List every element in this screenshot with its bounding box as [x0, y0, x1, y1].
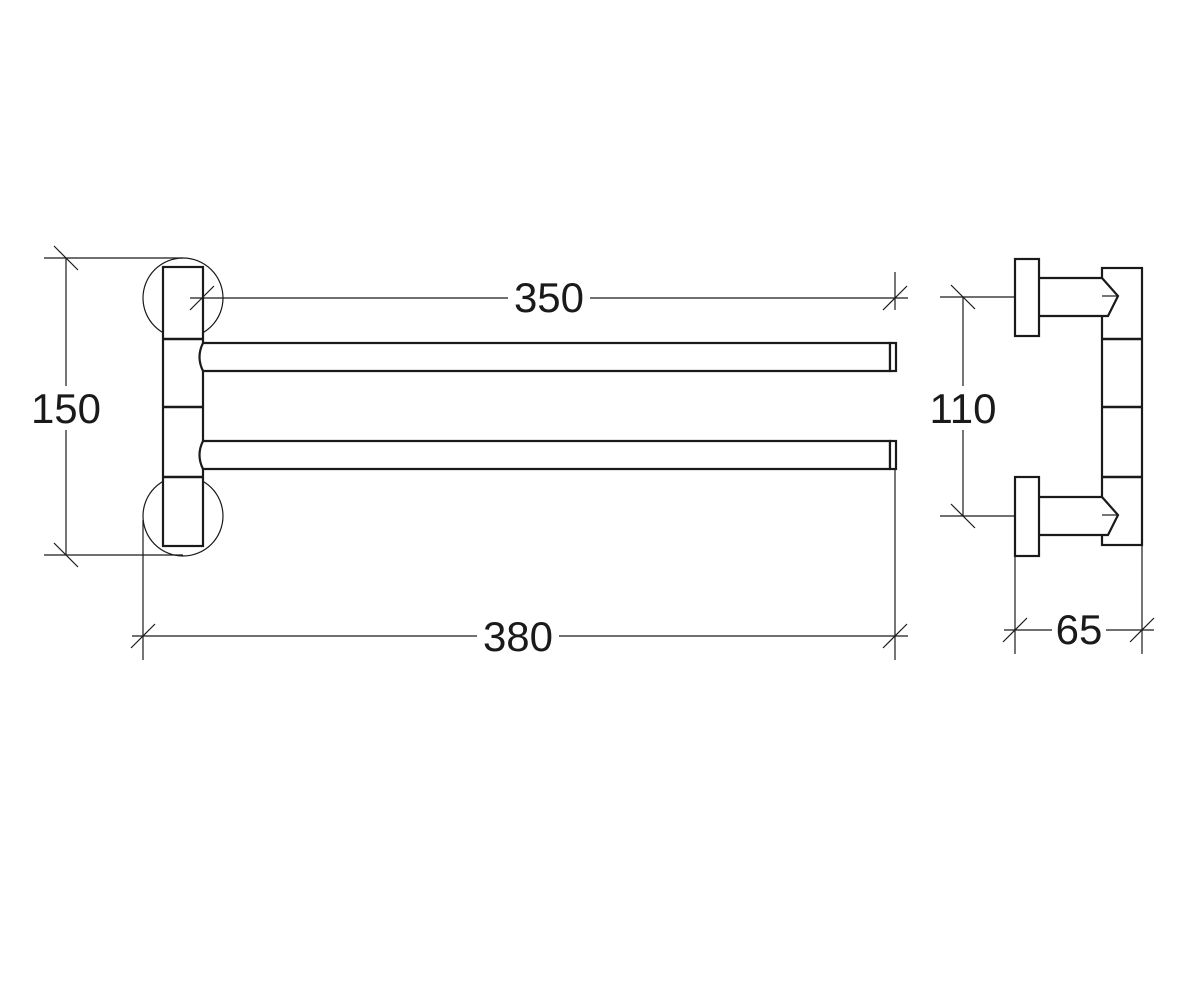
front-height-label: 150	[31, 385, 101, 432]
dimension-side-arm-spacing: 110	[924, 284, 1015, 529]
overall-length-label: 380	[483, 613, 553, 660]
side-view	[1013, 257, 1144, 558]
side-depth-label: 65	[1056, 606, 1103, 653]
front-view	[142, 257, 898, 557]
side-top-plate	[1013, 257, 1041, 338]
inner-length-label: 350	[514, 274, 584, 321]
dimension-front-height: 150	[28, 245, 183, 568]
side-top-arm	[1013, 257, 1120, 338]
side-arm-spacing-label: 110	[930, 385, 997, 432]
top-rail	[198, 341, 898, 373]
dimension-overall-length: 380	[130, 470, 908, 660]
bottom-rail	[198, 439, 898, 471]
side-bottom-arm	[1013, 475, 1120, 558]
side-bottom-plate	[1013, 475, 1041, 558]
dimension-inner-length: 350	[189, 272, 908, 321]
dimension-side-depth: 65	[1002, 545, 1155, 654]
